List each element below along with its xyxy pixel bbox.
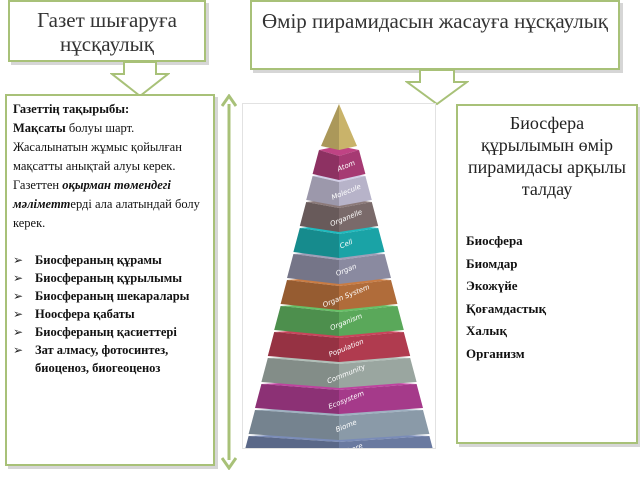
pyramid-level-left-face	[287, 254, 339, 284]
pyramid-level-right-face	[339, 280, 398, 310]
pyramid-level-right-face	[339, 410, 430, 440]
pyramid-level-right-face	[339, 384, 423, 414]
callout-pyramid-guide: Өмір пирамидасын жасауға нұсқаулық	[250, 0, 620, 70]
biosphere-analysis-box: Биосфера құрылымын өмір пирамидасы арқыл…	[456, 104, 638, 444]
pyramid-level-right-face	[339, 176, 372, 206]
arrow-down-icon-right	[405, 70, 469, 106]
life-pyramid-diagram: BiosphereBiomeEcosystemCommunityPopulati…	[242, 104, 436, 466]
biosphere-levels-list: Биосфера Биомдар Экожүйе Қоғамдастық Хал…	[464, 230, 630, 365]
pyramid-level-left-face	[280, 280, 339, 310]
list-item: Биосфераның шекаралары	[13, 287, 207, 305]
callout-newspaper-title: Газет шығаруға нұсқаулық	[37, 8, 177, 56]
callout-newspaper-guide: Газет шығаруға нұсқаулық	[8, 0, 206, 62]
pyramid-level-right-face	[339, 332, 411, 362]
pyramid-level-right-face	[339, 150, 366, 180]
pyramid-apex-left	[321, 104, 339, 150]
list-item: Биосфераның құрамы	[13, 251, 207, 269]
pyramid-apex	[321, 104, 357, 150]
vertical-double-arrow-icon	[221, 94, 237, 470]
callout-pyramid-title: Өмір пирамидасын жасауға нұсқаулық	[261, 9, 609, 33]
pyramid-level-left-face	[274, 306, 339, 336]
pyramid-level-left-face	[312, 150, 339, 180]
pyramid-level: Atom	[312, 146, 366, 180]
pyramid-level: Molecule	[306, 172, 372, 206]
list-item: Зат алмасу, фотосинтез, биоценоз, биогео…	[13, 341, 207, 377]
pyramid-level-left-face	[293, 228, 339, 258]
pyramid-level-left-face	[306, 176, 339, 206]
pyramid-level-left-face	[299, 202, 339, 232]
list-item: Организм	[466, 345, 525, 361]
pyramid-level-right-face	[339, 254, 391, 284]
pyramid-level-left-face	[248, 410, 339, 440]
reader-info-italic: оқырман төмендегі мәліметт	[13, 178, 171, 211]
pyramid-level-left-face	[267, 332, 339, 362]
goal-label: Мақсаты	[13, 121, 66, 135]
biosphere-analysis-title: Биосфера құрылымын өмір пирамидасы арқыл…	[468, 113, 626, 199]
list-item: Биосфераның құрылымы	[13, 269, 207, 287]
list-item: Қоғамдастық	[466, 300, 547, 316]
newspaper-intro-text: Газеттің тақырыбы: Мақсаты болуы шарт. Ж…	[13, 100, 207, 233]
newspaper-topics-list: Биосфераның құрамы Биосфераның құрылымы …	[13, 251, 207, 377]
pyramid-level-left-face	[261, 358, 339, 388]
pyramid-level-right-face	[339, 202, 379, 232]
pyramid-level-right-face	[339, 306, 404, 336]
list-item: Экожүйе	[466, 278, 518, 293]
pyramid-apex-right	[339, 104, 357, 150]
arrow-down-icon-left	[110, 62, 170, 98]
list-item: Биомдар	[466, 255, 518, 271]
pyramid-level-right-face	[339, 358, 417, 388]
list-item: Биосфера	[466, 233, 523, 248]
pyramid-level-left-face	[255, 384, 339, 414]
reader-info-end: ерді ала алатындай болу керек.	[13, 197, 200, 230]
list-item: Ноосфера қабаты	[13, 305, 207, 323]
list-item: Биосфераның қасиеттері	[13, 323, 207, 341]
pyramid-level-right-face	[339, 228, 385, 258]
list-item: Халық	[466, 323, 507, 338]
newspaper-instructions-box: Газеттің тақырыбы: Мақсаты болуы шарт. Ж…	[5, 94, 215, 466]
goal-text: болуы шарт. Жасалынатын жұмыс қойылған м…	[13, 121, 182, 192]
life-pyramid-panel: BiosphereBiomeEcosystemCommunityPopulati…	[242, 103, 436, 466]
newspaper-topic-label: Газеттің тақырыбы:	[13, 102, 130, 116]
pyramid-level-top	[319, 146, 359, 156]
